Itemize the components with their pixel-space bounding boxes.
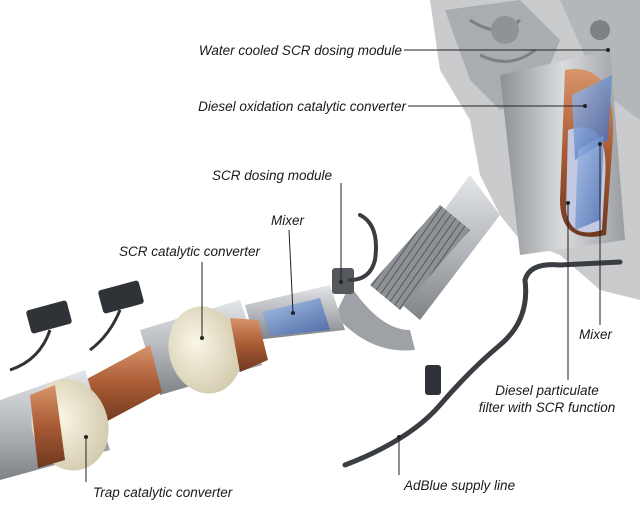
label-diesel-oxidation-catalytic-converter: Diesel oxidation catalytic converter xyxy=(198,99,406,114)
dpf-canister xyxy=(500,50,625,255)
label-mixer-left: Mixer xyxy=(271,213,304,228)
label-diesel-particulate-filter: Diesel particulate filter with SCR funct… xyxy=(462,382,632,416)
leader-lines xyxy=(84,48,610,482)
connector-pipe xyxy=(85,345,162,425)
sensor-connectors xyxy=(9,280,144,372)
flex-pipe xyxy=(335,175,500,351)
scr-converter xyxy=(140,300,268,395)
label-water-cooled-scr-dosing-module: Water cooled SCR dosing module xyxy=(198,43,402,58)
adblue-hose xyxy=(342,213,623,468)
label-trap-catalytic-converter: Trap catalytic converter xyxy=(93,485,233,500)
trap-converter xyxy=(0,370,110,480)
label-scr-dosing-module: SCR dosing module xyxy=(212,168,333,183)
mixer-section xyxy=(245,268,354,340)
label-adblue-supply-line: AdBlue supply line xyxy=(404,478,516,493)
label-dpf-line1: Diesel particulate xyxy=(495,383,599,398)
label-mixer-right: Mixer xyxy=(579,327,612,342)
label-scr-catalytic-converter: SCR catalytic converter xyxy=(119,244,261,259)
label-dpf-line2: filter with SCR function xyxy=(478,400,616,415)
